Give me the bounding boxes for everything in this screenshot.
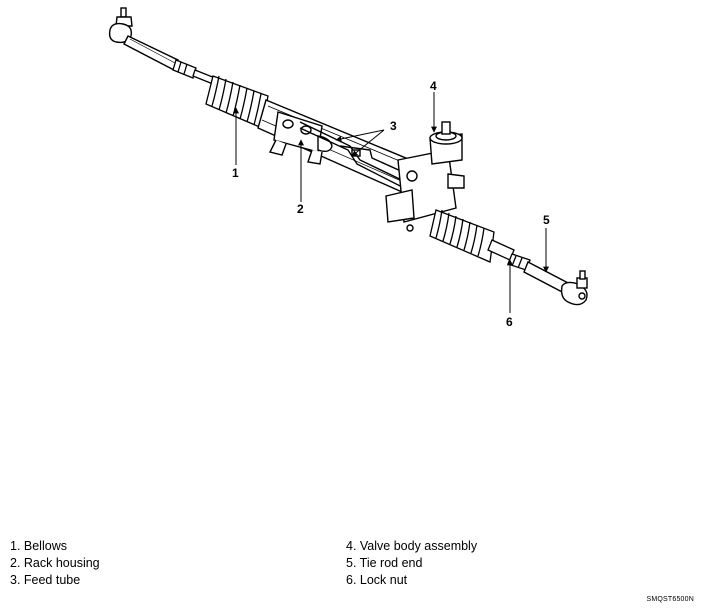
bellows-right (429, 209, 495, 263)
legend-item-feed-tube: 3. Feed tube (10, 573, 81, 587)
leader-lines (233, 92, 549, 313)
legend-item-lock-nut: 6. Lock nut (346, 573, 408, 587)
rack-housing (257, 99, 431, 201)
callout-6: 6 (506, 315, 513, 329)
valve-body-assembly (385, 121, 465, 232)
right-tie-rod-end (523, 261, 588, 306)
legend-item-valve-body-assembly: 4. Valve body assembly (346, 539, 478, 553)
bellows-left (205, 75, 269, 129)
left-tie-rod-end (108, 7, 179, 71)
callout-4: 4 (430, 79, 437, 93)
callout-5: 5 (543, 213, 550, 227)
legend-item-bellows: 1. Bellows (10, 539, 67, 553)
legend-right-column: 4. Valve body assembly 5. Tie rod end 6.… (346, 538, 477, 589)
legend-item-tie-rod-end: 5. Tie rod end (346, 556, 423, 570)
legend-item-rack-housing: 2. Rack housing (10, 556, 100, 570)
left-tie-rod (172, 59, 216, 85)
callout-3: 3 (390, 119, 397, 133)
legend-left-column: 1. Bellows 2. Rack housing 3. Feed tube (10, 538, 100, 589)
figure-code: SMQST6500N (646, 596, 694, 603)
callout-1: 1 (232, 166, 239, 180)
right-tie-rod (487, 239, 531, 271)
callout-2: 2 (297, 202, 304, 216)
